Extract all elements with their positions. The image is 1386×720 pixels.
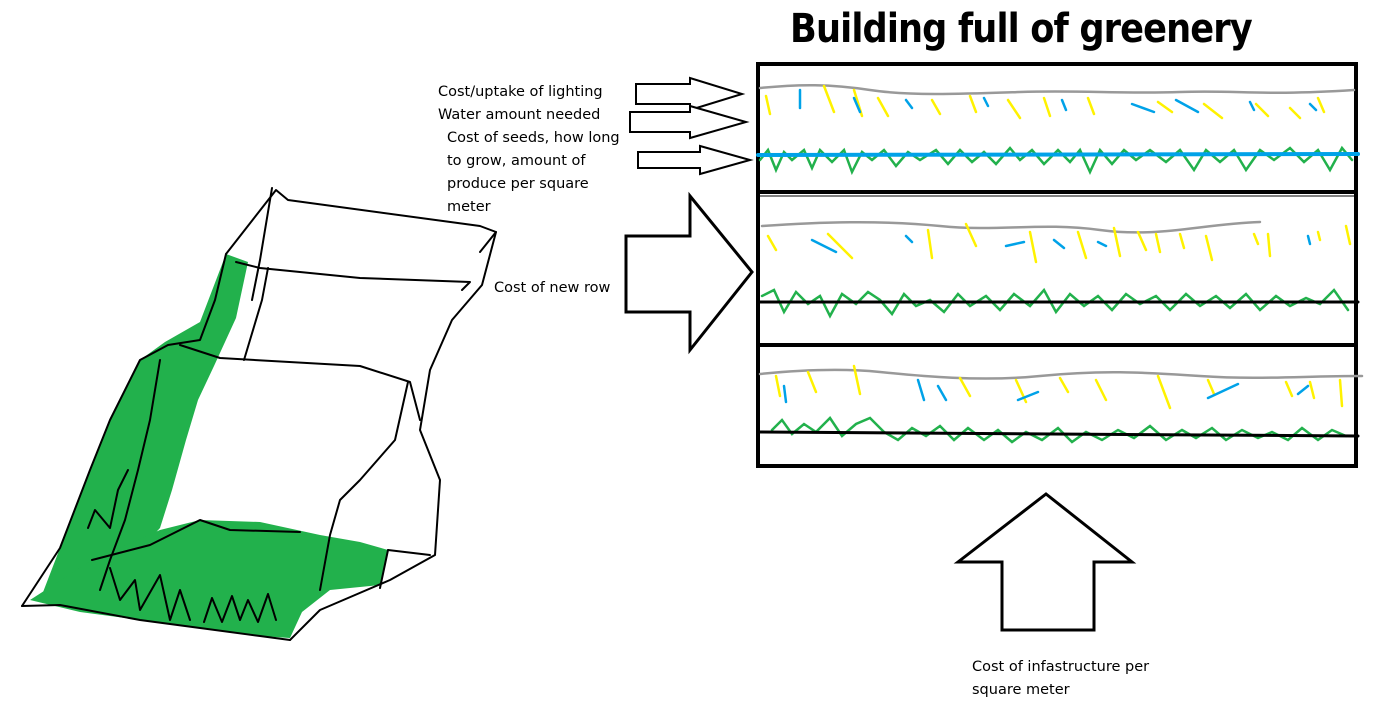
light-rays [766,222,1352,264]
ceiling-line [758,83,1356,96]
arrow-infrastructure [953,492,1137,632]
label-new-row: Cost of new row [494,280,611,296]
box-outline [21,187,497,641]
water-pipe [756,152,1360,157]
grow-row-2 [756,220,1360,319]
page-title: Building full of greenery [790,6,1253,52]
water-drops [798,88,1318,114]
arrow-water [629,104,750,140]
row-shelf [756,430,1360,438]
greenhouse-sketch [21,187,497,641]
building-outline [756,62,1358,468]
arrow-lighting [635,76,746,112]
water-drops [782,378,1310,404]
water-drops [810,234,1312,254]
green-floor [30,520,388,638]
label-seeds: Cost of seeds, how long to grow, amount … [447,130,620,215]
plant-growth [760,287,1350,319]
building [756,62,1364,468]
plant-growth [758,145,1354,176]
label-infrastructure: Cost of infastructure per square meter [972,659,1150,698]
label-lighting: Cost/uptake of lighting [438,84,603,100]
arrow-seeds [637,144,754,176]
ceiling-line [760,220,1262,234]
grow-row-1 [756,83,1360,176]
grow-row-3 [756,364,1364,444]
light-rays [774,364,1344,410]
plant-growth [770,416,1348,444]
light-rays [764,84,1326,120]
arrow-new-row [624,191,754,355]
label-water: Water amount needed [438,107,601,123]
ceiling-line [758,368,1364,380]
